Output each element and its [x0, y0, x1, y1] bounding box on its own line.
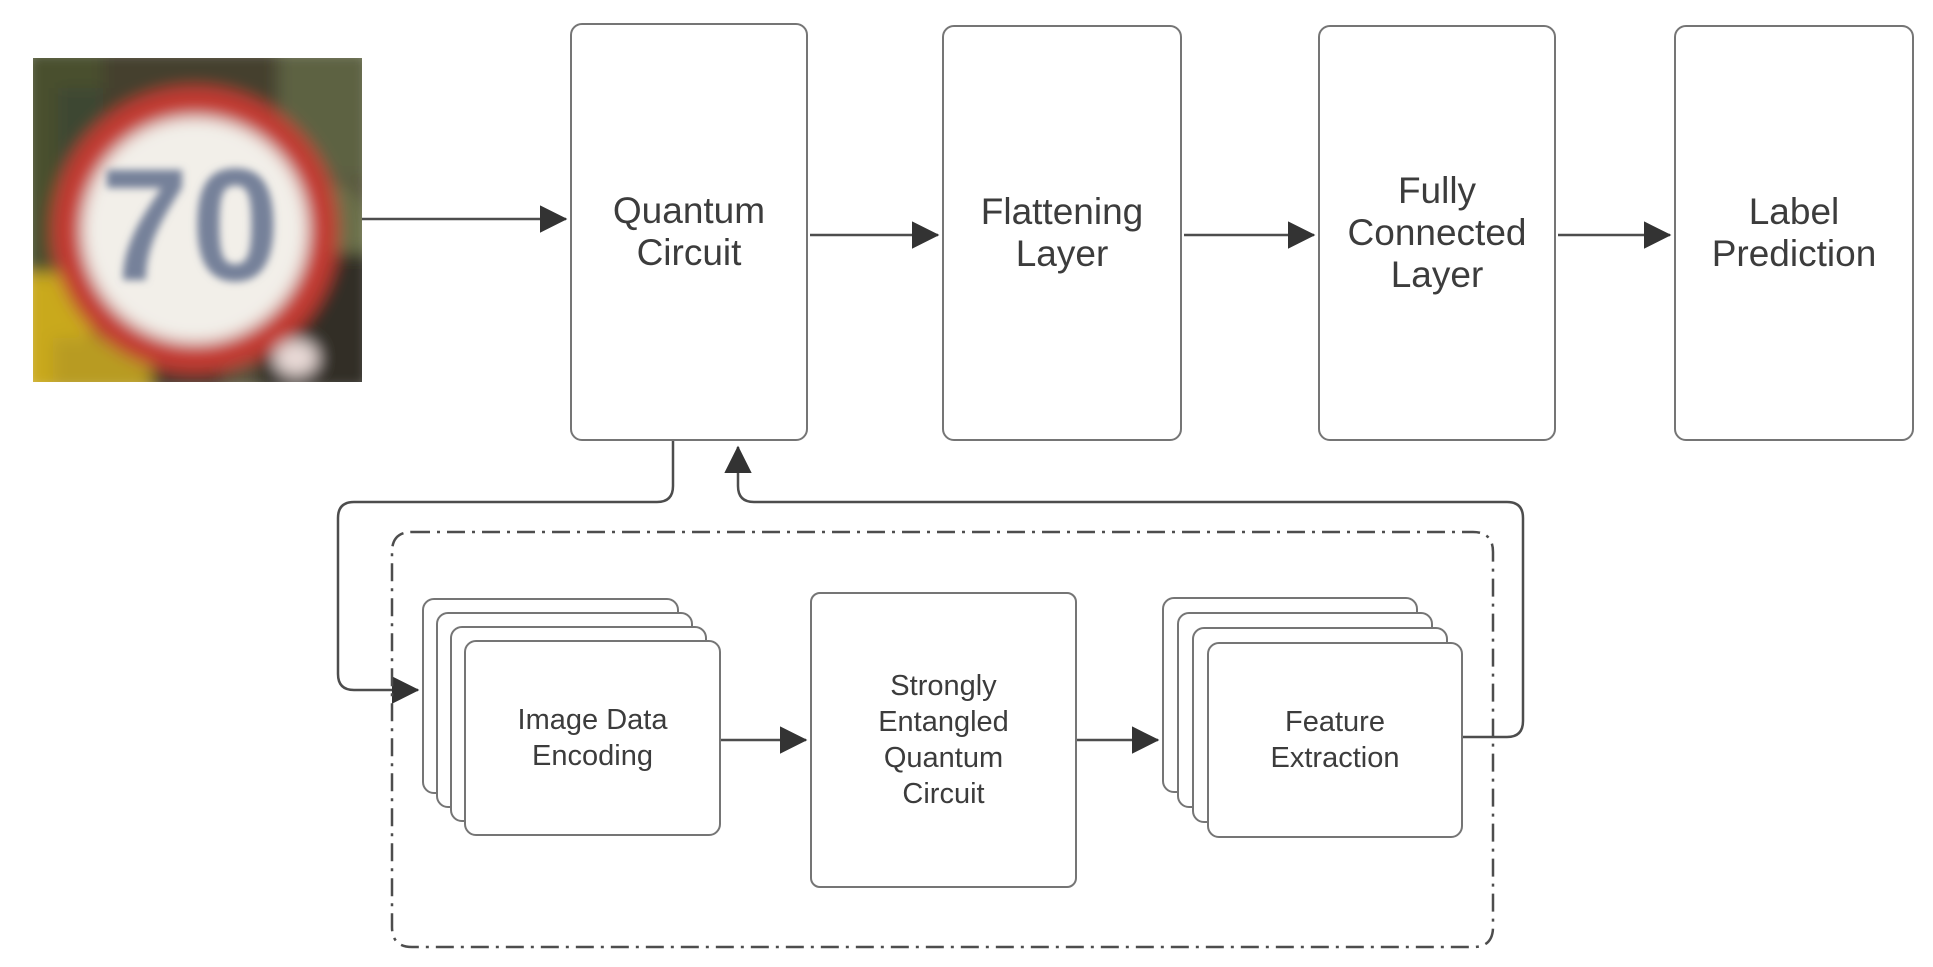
node-quantum-circuit-label: Quantum Circuit: [612, 190, 766, 273]
node-feature-extraction-label: Feature Extraction: [1270, 706, 1400, 774]
node-strongly-entangled-quantum-circuit: Strongly Entangled Quantum Circuit: [810, 592, 1077, 888]
loop-quantum-circuit-to-image-data-encoding: [336, 441, 675, 704]
loop-feature-extraction-to-quantum-circuit: [724, 445, 1525, 739]
node-quantum-circuit: Quantum Circuit: [570, 23, 808, 441]
node-image-data-encoding-label: Image Data Encoding: [517, 704, 668, 772]
node-strongly-entangled-quantum-circuit-label: Strongly Entangled Quantum Circuit: [878, 670, 1009, 810]
node-label-prediction: Label Prediction: [1674, 25, 1914, 441]
sign-photo: 70: [33, 58, 362, 382]
node-image-data-encoding: Image Data Encoding: [464, 640, 721, 836]
node-label-prediction-label: Label Prediction: [1711, 191, 1877, 274]
speed-limit-sign-image: 70: [33, 58, 362, 382]
node-flattening-layer-label: Flattening Layer: [980, 191, 1144, 274]
node-feature-extraction: Feature Extraction: [1207, 642, 1463, 838]
sign-digits: 70: [100, 135, 282, 314]
node-fully-connected-layer-label: Fully Connected Layer: [1347, 170, 1527, 295]
node-fully-connected-layer: Fully Connected Layer: [1318, 25, 1556, 441]
subprocess-boundary: [390, 530, 1495, 949]
node-flattening-layer: Flattening Layer: [942, 25, 1182, 441]
sign-background-foliage: [33, 58, 362, 382]
